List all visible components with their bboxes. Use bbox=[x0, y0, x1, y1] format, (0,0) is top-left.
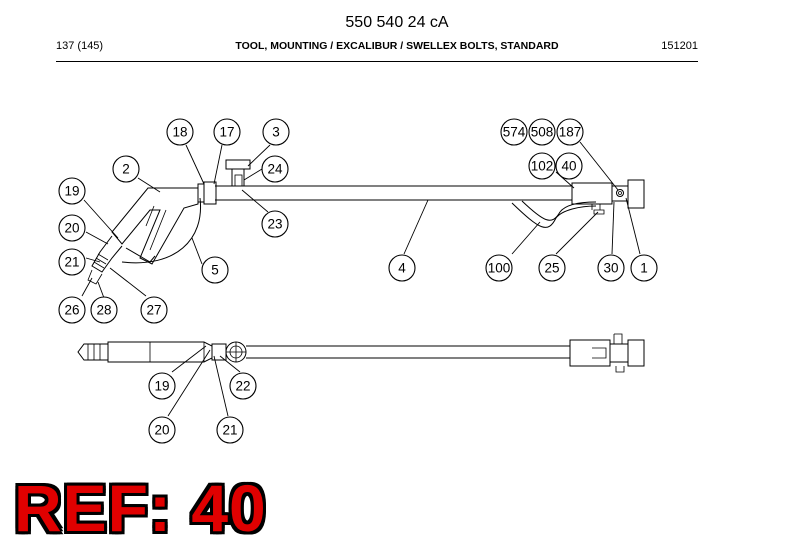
svg-text:23: 23 bbox=[267, 217, 282, 232]
svg-text:18: 18 bbox=[172, 125, 187, 140]
svg-text:2: 2 bbox=[122, 162, 130, 177]
svg-text:25: 25 bbox=[544, 261, 559, 276]
svg-text:26: 26 bbox=[64, 303, 79, 318]
svg-text:508: 508 bbox=[531, 125, 554, 140]
page-title: TOOL, MOUNTING / EXCALIBUR / SWELLEX BOL… bbox=[235, 40, 559, 52]
callout-26: 26 bbox=[58, 296, 86, 324]
svg-text:40: 40 bbox=[561, 159, 576, 174]
svg-text:187: 187 bbox=[559, 125, 582, 140]
svg-text:17: 17 bbox=[219, 125, 234, 140]
callout-27: 27 bbox=[140, 296, 168, 324]
svg-text:100: 100 bbox=[488, 261, 511, 276]
callout-bottom-22: 22 bbox=[229, 372, 257, 400]
callout-2: 2 bbox=[112, 155, 140, 183]
callout-bottom-19: 19 bbox=[148, 372, 176, 400]
tool-side-view bbox=[87, 159, 645, 285]
callout-bottom-20: 20 bbox=[148, 416, 176, 444]
callout-17: 17 bbox=[213, 118, 241, 146]
callout-508: 508 bbox=[528, 118, 556, 146]
svg-text:22: 22 bbox=[235, 379, 250, 394]
callout-23: 23 bbox=[261, 210, 289, 238]
page-number: 137 (145) bbox=[56, 40, 104, 52]
svg-text:20: 20 bbox=[154, 423, 169, 438]
reference-label: REF: 40 bbox=[14, 471, 267, 545]
callout-24: 24 bbox=[261, 155, 289, 183]
svg-text:19: 19 bbox=[64, 184, 79, 199]
svg-text:102: 102 bbox=[531, 159, 554, 174]
header-rule bbox=[56, 61, 698, 62]
callout-5: 5 bbox=[201, 256, 229, 284]
document-number: 550 540 24 cA bbox=[345, 14, 449, 31]
svg-text:4: 4 bbox=[398, 261, 406, 276]
callout-bottom-21: 21 bbox=[216, 416, 244, 444]
svg-text:21: 21 bbox=[64, 255, 79, 270]
svg-text:20: 20 bbox=[64, 221, 79, 236]
svg-text:21: 21 bbox=[222, 423, 237, 438]
callout-574: 574 bbox=[500, 118, 528, 146]
callout-19: 19 bbox=[58, 177, 86, 205]
svg-text:1: 1 bbox=[640, 261, 648, 276]
callout-21: 21 bbox=[58, 248, 86, 276]
svg-text:28: 28 bbox=[96, 303, 111, 318]
callout-102: 102 bbox=[528, 152, 556, 180]
svg-text:5: 5 bbox=[211, 263, 219, 278]
svg-text:30: 30 bbox=[603, 261, 618, 276]
tool-top-view bbox=[77, 333, 645, 373]
document-code: 151201 bbox=[661, 40, 698, 52]
callout-18: 18 bbox=[166, 118, 194, 146]
callout-25: 25 bbox=[538, 254, 566, 282]
callout-187: 187 bbox=[556, 118, 584, 146]
callout-100: 100 bbox=[485, 254, 513, 282]
leader-lines-bottom bbox=[167, 345, 241, 417]
svg-text:27: 27 bbox=[146, 303, 161, 318]
callout-4: 4 bbox=[388, 254, 416, 282]
callout-1: 1 bbox=[630, 254, 658, 282]
callout-30: 30 bbox=[597, 254, 625, 282]
svg-text:3: 3 bbox=[272, 125, 280, 140]
callout-20: 20 bbox=[58, 214, 86, 242]
svg-text:19: 19 bbox=[154, 379, 169, 394]
svg-text:24: 24 bbox=[267, 162, 283, 177]
callout-28: 28 bbox=[90, 296, 118, 324]
callout-3: 3 bbox=[262, 118, 290, 146]
callout-40: 40 bbox=[555, 152, 583, 180]
svg-text:574: 574 bbox=[503, 125, 526, 140]
